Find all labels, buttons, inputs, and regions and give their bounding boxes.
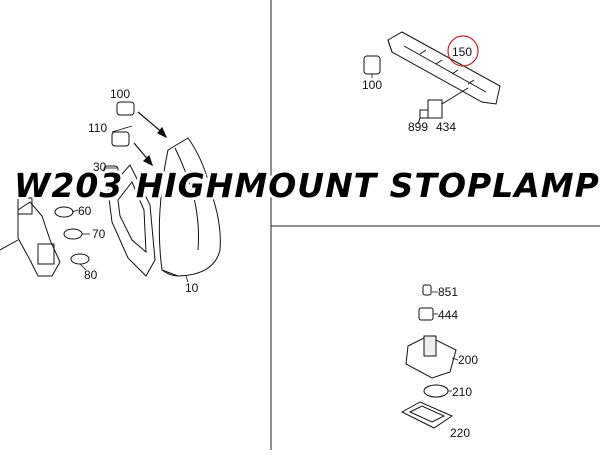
lamp-lens (400, 401, 454, 429)
callout-left-110: 110 (88, 121, 108, 135)
callout-top-100: 100 (362, 78, 383, 92)
leader-arrows (133, 111, 168, 167)
lamp-housing (158, 137, 221, 277)
callout-210: 210 (452, 385, 473, 399)
callout-left-60: 60 (78, 204, 92, 218)
callout-left-30: 30 (93, 160, 107, 174)
callout-left-10: 10 (185, 281, 199, 295)
bulbs (54, 206, 90, 265)
diagram-title: W203 HIGHMOUNT STOPLAMP (14, 166, 600, 205)
stoplamp-grommet (363, 55, 381, 75)
callout-851: 851 (438, 285, 459, 299)
callout-leaders (71, 74, 459, 392)
callout-left-80: 80 (84, 268, 98, 282)
lamp-gasket (107, 164, 156, 277)
lamp-bulb (423, 384, 449, 398)
callout-200: 200 (458, 353, 479, 367)
stoplamp-bar (387, 31, 501, 105)
stoplamp-connector (417, 87, 469, 125)
callout-150: 150 (452, 45, 473, 59)
lamp-unit (405, 335, 457, 379)
bulb-socket (0, 197, 61, 277)
callout-899: 899 (408, 120, 429, 134)
callout-left-70: 70 (92, 227, 106, 241)
highlight-circle (447, 35, 479, 67)
callout-220: 220 (450, 426, 471, 440)
grommets (103, 101, 135, 179)
callout-left-100: 100 (110, 87, 131, 101)
callout-444: 444 (438, 308, 459, 322)
lamp-cap (418, 284, 434, 321)
callout-434: 434 (436, 120, 457, 134)
